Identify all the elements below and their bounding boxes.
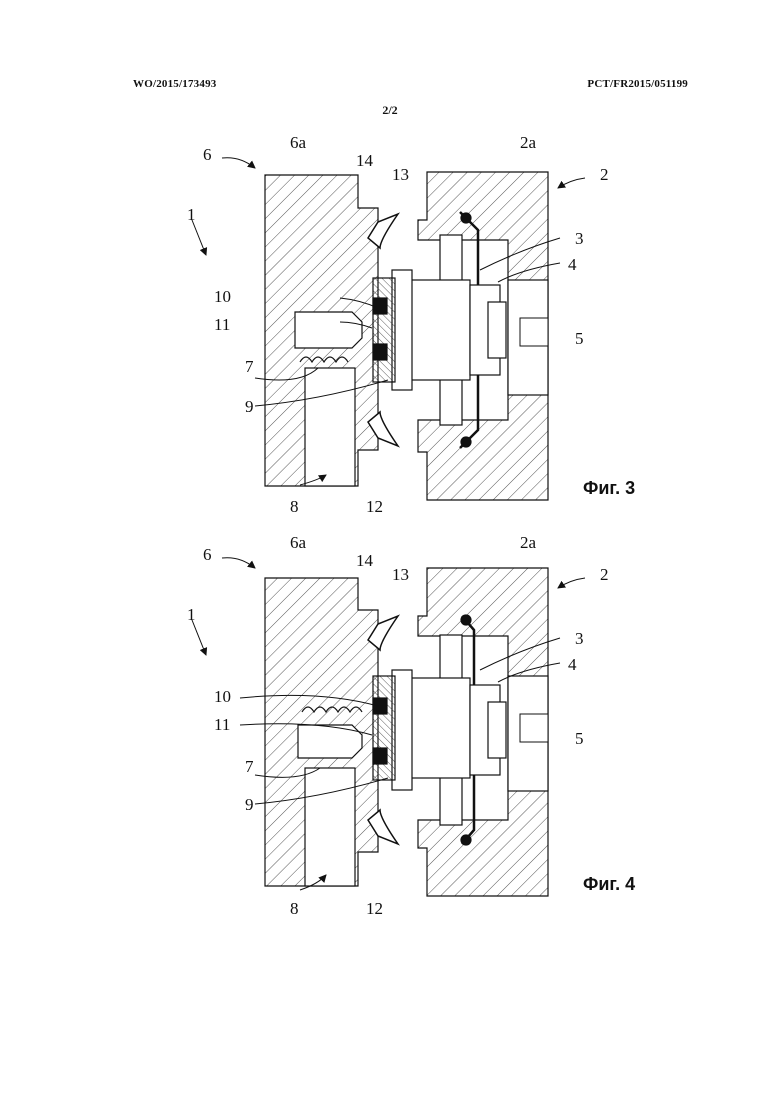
callout-7: 7: [245, 358, 254, 375]
callout-6a: 6a: [290, 534, 306, 551]
application-number: PCT/FR2015/051199: [587, 78, 688, 90]
callout-3: 3: [575, 630, 584, 647]
callout-10: 10: [214, 688, 231, 705]
figure-3-drawing: [0, 130, 780, 530]
figure-3-caption: Фиг. 3: [583, 478, 635, 499]
callout-6: 6: [203, 146, 212, 163]
callout-8: 8: [290, 900, 299, 917]
callout-5: 5: [575, 330, 584, 347]
callout-2: 2: [600, 166, 609, 183]
callout-14: 14: [356, 152, 373, 169]
callout-10: 10: [214, 288, 231, 305]
callout-4: 4: [568, 656, 577, 673]
callout-11: 11: [214, 716, 230, 733]
callout-7: 7: [245, 758, 254, 775]
figure-4-caption: Фиг. 4: [583, 874, 635, 895]
callout-2: 2: [600, 566, 609, 583]
figure-4: 6 6a 14 13 2a 2 1 3 4 10 11 5 7 9 8 12 Ф…: [0, 530, 780, 930]
figure-3: 6 6a 14 13 2a 2 1 3 4 10 11 5 7 9 8 12 Ф…: [0, 130, 780, 530]
callout-6a: 6a: [290, 134, 306, 151]
callout-11: 11: [214, 316, 230, 333]
callout-14: 14: [356, 552, 373, 569]
callout-8: 8: [290, 498, 299, 515]
callout-6: 6: [203, 546, 212, 563]
callout-1: 1: [187, 606, 196, 623]
callout-12: 12: [366, 498, 383, 515]
callout-9: 9: [245, 796, 254, 813]
callout-3: 3: [575, 230, 584, 247]
callout-1: 1: [187, 206, 196, 223]
page-number: 2/2: [0, 103, 780, 118]
publication-number: WO/2015/173493: [133, 78, 216, 90]
callout-13: 13: [392, 566, 409, 583]
callout-4: 4: [568, 256, 577, 273]
figure-4-drawing: [0, 530, 780, 930]
callout-9: 9: [245, 398, 254, 415]
callout-13: 13: [392, 166, 409, 183]
callout-12: 12: [366, 900, 383, 917]
callout-2a: 2a: [520, 534, 536, 551]
callout-2a: 2a: [520, 134, 536, 151]
callout-5: 5: [575, 730, 584, 747]
